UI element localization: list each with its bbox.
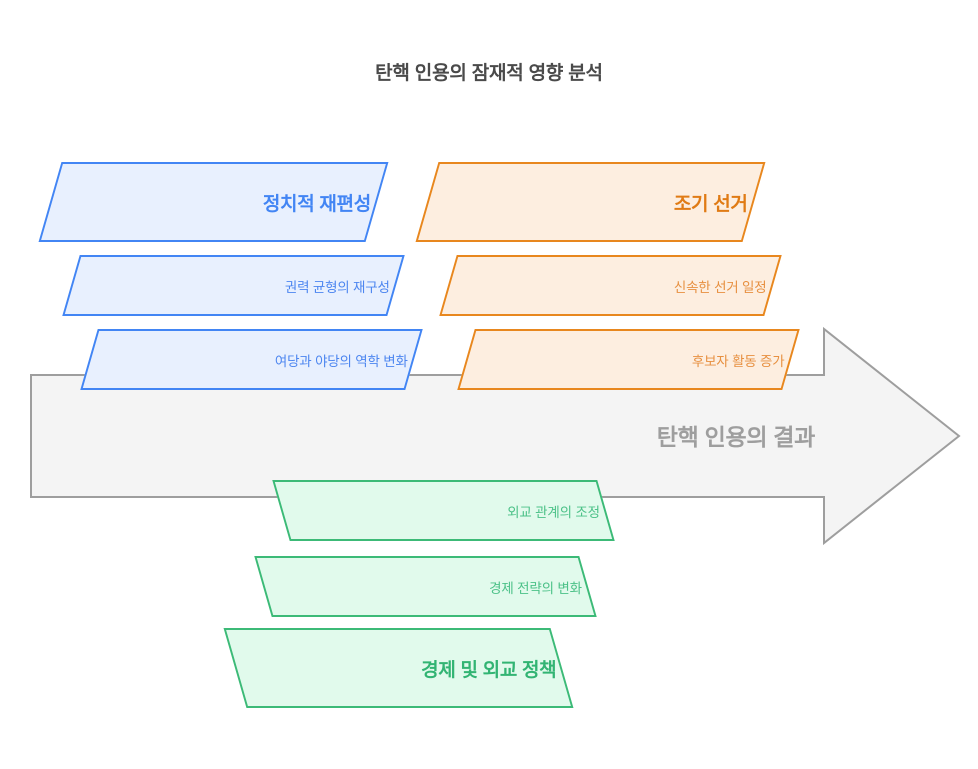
block-early-election-item-1[interactable]: 신속한 선거 일정 [439,255,782,316]
block-label: 여당과 야당의 역학 변화 [275,353,408,369]
block-political-realignment-item-2[interactable]: 여당과 야당의 역학 변화 [80,329,423,390]
result-arrow-label: 탄핵 인용의 결과 [656,424,816,450]
block-label: 정치적 재편성 [262,193,371,215]
block-political-realignment-head[interactable]: 정치적 재편성 [38,162,389,242]
block-economy-diplomacy-head[interactable]: 경제 및 외교 정책 [223,628,574,708]
block-label: 경제 및 외교 정책 [420,659,556,681]
block-political-realignment-item-1[interactable]: 권력 균형의 재구성 [62,255,405,316]
block-label: 후보자 활동 증가 [692,353,785,369]
block-economy-diplomacy-item-1[interactable]: 외교 관계의 조정 [272,480,615,541]
page-title: 탄핵 인용의 잠재적 영향 분석 [375,63,603,84]
block-label: 신속한 선거 일정 [674,279,767,295]
block-early-election-item-2[interactable]: 후보자 활동 증가 [457,329,800,390]
block-label: 조기 선거 [674,193,748,215]
block-label: 외교 관계의 조정 [507,504,600,520]
block-early-election-head[interactable]: 조기 선거 [415,162,766,242]
block-economy-diplomacy-item-2[interactable]: 경제 전략의 변화 [254,556,597,617]
block-label: 경제 전략의 변화 [489,580,582,596]
block-label: 권력 균형의 재구성 [285,279,390,295]
